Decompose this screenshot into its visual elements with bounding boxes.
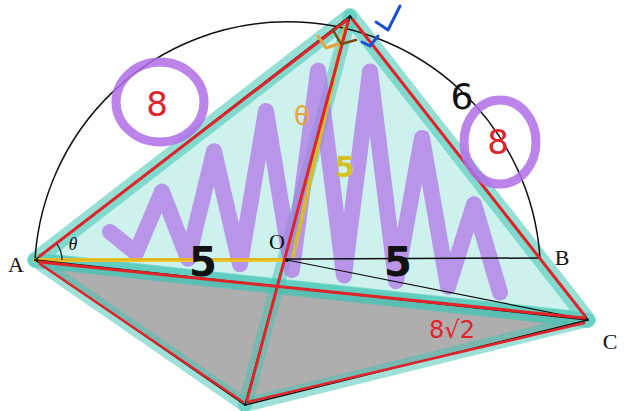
segment	[287, 260, 588, 320]
length-label: 5	[335, 154, 354, 182]
angle-arc	[57, 244, 62, 260]
red-mark	[40, 262, 584, 318]
point-label: A	[8, 254, 24, 276]
red-mark	[40, 264, 243, 402]
center-point	[285, 258, 289, 262]
length-label: 6	[451, 79, 474, 115]
point-label: C	[603, 331, 618, 353]
right-angle-mark	[333, 30, 356, 44]
circle-mark	[116, 62, 204, 142]
red-mark	[248, 323, 584, 402]
length-label: 5	[384, 242, 412, 282]
point-label: O	[269, 231, 285, 253]
red-mark	[353, 20, 585, 316]
point-label: B	[555, 247, 570, 269]
length-label: 8	[146, 87, 168, 121]
length-label: 8	[487, 125, 509, 159]
circle-mark	[464, 100, 536, 184]
length-label: 5	[189, 242, 217, 282]
angle-mark	[362, 36, 378, 46]
segment	[35, 16, 350, 260]
segment	[35, 260, 588, 320]
angle-label: θ	[69, 235, 78, 253]
red-mark	[40, 20, 347, 256]
red-mark	[247, 22, 348, 400]
segment	[245, 16, 350, 405]
length-label: 8√2	[429, 318, 475, 342]
angle-mark	[318, 36, 338, 48]
segment	[245, 320, 588, 405]
segment	[350, 16, 588, 320]
angle-label: θ	[294, 103, 310, 129]
semicircle	[35, 22, 540, 260]
highlight-segment	[35, 258, 287, 262]
check-mark	[376, 6, 400, 30]
